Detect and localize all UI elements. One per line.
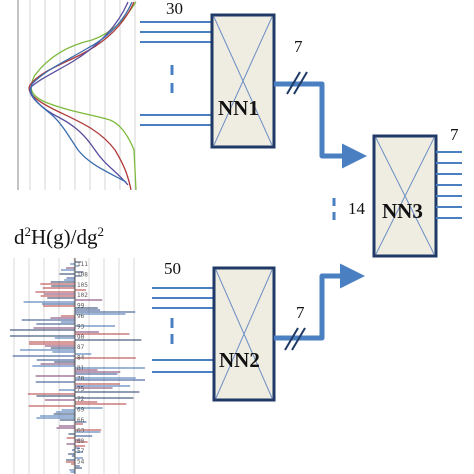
nn2-output-count: 7 xyxy=(296,303,305,322)
nn1-input-lines xyxy=(140,21,212,126)
nn3-output-lines xyxy=(436,151,462,219)
top-plot-series-green xyxy=(30,1,137,190)
bottom-plot-tick-label: 105 xyxy=(77,282,88,289)
bottom-plot-tick-label: 72 xyxy=(77,396,85,403)
bottom-plot-tick-labels: 111 108 105 102 99 96 93 90 87 84 81 78 75 72 69 66 63 60… xyxy=(77,261,88,466)
bottom-plot-tick-label: 66 xyxy=(77,417,85,424)
bottom-plot-tick-label: 60 xyxy=(77,438,85,445)
bottom-plot-tick-label: 75 xyxy=(77,386,85,393)
nn3-output-count: 7 xyxy=(450,125,459,144)
bottom-plot-tick-label: 96 xyxy=(77,313,85,320)
bottom-plot-tick-label: 57 xyxy=(77,448,85,455)
bottom-plot-tick-label: 111 xyxy=(77,261,88,268)
nn2-input-lines xyxy=(152,287,214,373)
top-plot-gridlines xyxy=(29,0,136,190)
nn1-cross xyxy=(213,16,273,146)
top-plot-series-blue xyxy=(30,1,133,183)
top-histogram-plot xyxy=(17,0,137,190)
nn2-to-nn3-connector xyxy=(274,263,365,351)
nn1-label: NN1 xyxy=(218,96,259,120)
bottom-plot-tick-label: 84 xyxy=(77,355,85,362)
nn1-output-count: 7 xyxy=(294,37,303,56)
nn1-input-count: 30 xyxy=(166,0,183,18)
nn2-cross xyxy=(215,269,273,399)
bottom-plot-tick-label: 99 xyxy=(77,303,85,310)
bottom-plot-tick-label: 90 xyxy=(77,334,85,341)
bottom-plot-tick-label: 102 xyxy=(77,292,88,299)
nn1-block: 30 NN1 7 xyxy=(140,0,303,149)
bottom-plot-tick-label: 54 xyxy=(77,459,85,466)
nn1-to-nn3-connector xyxy=(274,71,367,169)
bottom-plot-title: d2H(g)/dg2 xyxy=(14,224,104,249)
bottom-plot-tick-label: 63 xyxy=(77,427,85,434)
nn2-label: NN2 xyxy=(219,348,260,372)
bottom-plot-tick-label: 87 xyxy=(77,344,85,351)
nn2-block: 50 NN2 7 xyxy=(152,259,305,402)
top-plot-background xyxy=(18,0,136,190)
nn2-bus-slash xyxy=(284,327,306,351)
nn3-cross xyxy=(375,137,435,255)
bottom-plot-tick-label: 69 xyxy=(77,407,85,414)
bottom-spectrum-plot: 111 108 105 102 99 96 93 90 87 84 81 78 75 72 69 66 63 60… xyxy=(10,258,145,474)
nn3-label: NN3 xyxy=(382,199,423,223)
bottom-plot-spikes xyxy=(10,258,145,474)
bottom-plot-tick-label: 93 xyxy=(77,323,85,330)
bottom-plot-tick-label: 81 xyxy=(77,365,85,372)
nn3-input-count: 14 xyxy=(348,199,366,218)
nn1-bus-slash xyxy=(286,71,308,95)
bottom-plot-tick-label: 78 xyxy=(77,375,85,382)
nn2-input-count: 50 xyxy=(164,259,181,278)
bottom-plot-tick-label: 108 xyxy=(77,271,88,278)
nn3-block: NN3 14 7 xyxy=(332,125,462,258)
